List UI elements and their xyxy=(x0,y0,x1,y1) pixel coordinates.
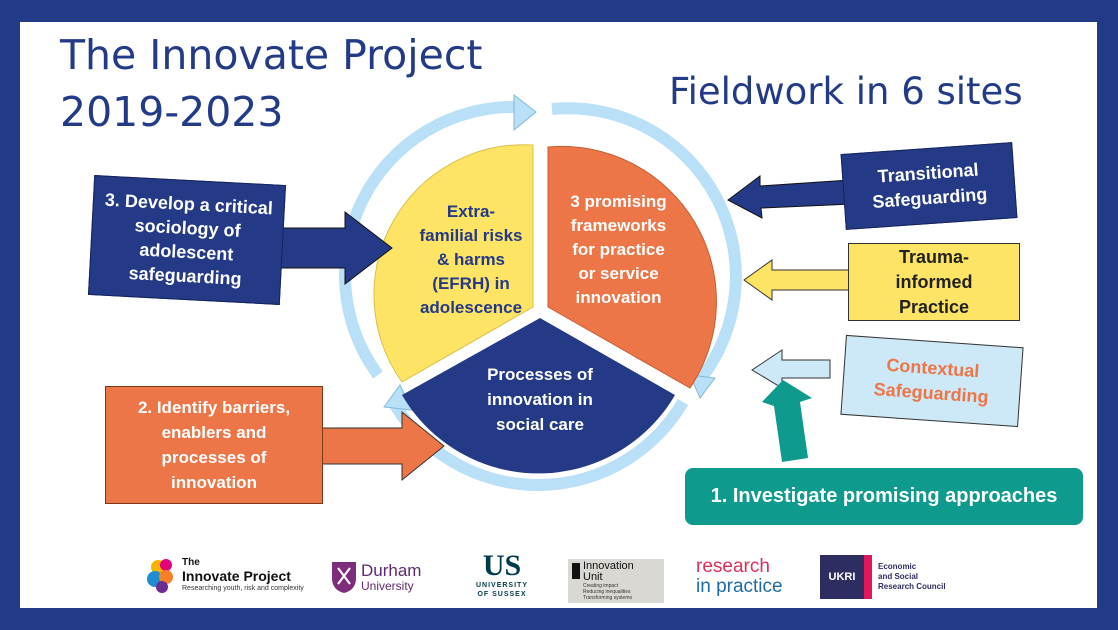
arrow-investigate xyxy=(762,380,812,462)
arrow-sociology xyxy=(267,210,393,286)
ukri-text: UKRI xyxy=(828,571,856,583)
barriers-line: 2. Identify barriers, xyxy=(137,398,291,417)
ring-arc-right xyxy=(551,102,742,384)
efrh-line: familial risks xyxy=(419,226,523,245)
rip-line-2: in practice xyxy=(696,576,783,597)
processes-line: innovation in xyxy=(487,390,593,409)
esrc-line: Research Council xyxy=(878,582,946,591)
box-sociology: 3. Develop a critical sociology of adole… xyxy=(87,175,287,305)
processes-line: Processes of xyxy=(487,365,593,384)
frameworks-line: or service xyxy=(578,264,659,283)
efrh-line: Extra- xyxy=(446,202,496,221)
trauma-line: informed xyxy=(895,271,973,292)
durham-crest-icon xyxy=(332,562,356,593)
title-line-1: The Innovate Project xyxy=(60,31,483,79)
page-title: The Innovate Project 2019-2023 xyxy=(60,27,482,141)
innovate-project-logo: The Innovate Project Researching youth, … xyxy=(146,551,306,599)
innovation-unit-tag: Reducing inequalities xyxy=(583,589,631,595)
durham-sub: University xyxy=(361,578,414,593)
page-subtitle: Fieldwork in 6 sites xyxy=(669,70,1023,113)
efrh-line: (EFRH) in xyxy=(432,274,510,293)
ring-arc-top-left xyxy=(338,100,516,379)
arrow-transitional xyxy=(727,175,853,219)
segment-frameworks-label: 3 promising frameworks for practice or s… xyxy=(556,190,681,310)
barriers-line: processes of xyxy=(161,448,267,467)
efrh-line: adolescence xyxy=(419,298,523,317)
segment-processes xyxy=(402,318,675,474)
frameworks-line: frameworks xyxy=(570,216,667,235)
arrow-barriers xyxy=(309,410,445,482)
innovate-name-2: Innovate Project xyxy=(182,568,291,584)
esrc-line: Economic xyxy=(878,562,917,571)
segment-frameworks xyxy=(547,145,717,389)
barriers-line: innovation xyxy=(171,473,257,492)
efrh-line: & harms xyxy=(436,250,506,269)
box-transitional-safeguarding: Transitional Safeguarding xyxy=(840,142,1018,230)
box-barriers: 2. Identify barriers, enablers and proce… xyxy=(105,386,323,504)
innovation-unit-logo: Innovation Unit Creating impact Reducing… xyxy=(568,559,664,603)
segment-efrh xyxy=(373,144,534,383)
arrow-trauma xyxy=(743,259,861,301)
durham-name: Durham xyxy=(361,560,422,580)
box-contextual-safeguarding: Contextual Safeguarding xyxy=(840,334,1024,428)
frameworks-line: innovation xyxy=(575,288,662,307)
segment-efrh-label: Extra- familial risks & harms (EFRH) in … xyxy=(412,200,530,320)
investigate-banner: 1. Investigate promising approaches xyxy=(685,468,1083,525)
innovation-unit-name-1: Innovation xyxy=(583,560,634,572)
trauma-line: Practice xyxy=(898,296,970,317)
frameworks-line: 3 promising xyxy=(570,192,667,211)
sussex-text-2: OF SUSSEX xyxy=(477,591,527,598)
innovation-unit-name-2: Unit xyxy=(583,571,603,583)
ring-arrowhead-right xyxy=(689,374,716,399)
barriers-line: enablers and xyxy=(161,423,267,442)
arrow-contextual xyxy=(751,349,831,389)
sussex-text-1: UNIVERSITY xyxy=(475,582,528,589)
box-trauma-informed-practice: Trauma- informed Practice xyxy=(848,243,1020,321)
sussex-logo: US UNIVERSITY OF SUSSEX xyxy=(466,545,538,605)
research-in-practice-logo: research in practice xyxy=(696,555,806,599)
sussex-mark: US xyxy=(482,549,522,582)
frameworks-line: for practice xyxy=(572,240,665,259)
innovate-tagline: Researching youth, risk and complexity xyxy=(182,585,304,592)
title-line-2: 2019-2023 xyxy=(60,88,284,136)
ring-arrowhead-top xyxy=(513,93,537,132)
rip-line-1: research xyxy=(696,556,770,577)
innovate-dots-icon xyxy=(147,559,173,593)
ukri-mark: UKRI xyxy=(820,555,872,599)
innovate-name: The xyxy=(182,557,200,568)
innovation-unit-mark xyxy=(572,563,580,579)
trauma-line: Trauma- xyxy=(898,246,969,267)
processes-line: social care xyxy=(496,415,584,434)
ukri-esrc-logo: UKRI Economic and Social Research Counci… xyxy=(820,553,960,601)
innovation-unit-tag: Transforming systems xyxy=(583,595,632,601)
durham-university-logo: Durham University xyxy=(330,555,440,599)
segment-processes-label: Processes of innovation in social care xyxy=(470,362,610,437)
esrc-line: and Social xyxy=(878,572,919,581)
logo-strip: The Innovate Project Researching youth, … xyxy=(126,543,968,607)
innovation-unit-tag: Creating impact xyxy=(583,583,619,589)
